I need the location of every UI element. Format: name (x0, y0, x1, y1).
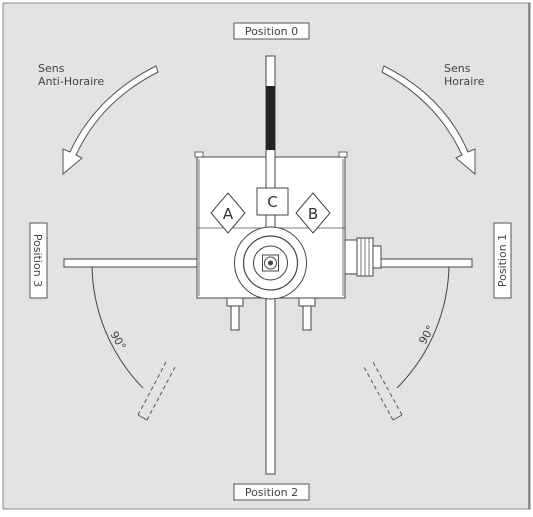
angle-arc-right (396, 263, 450, 389)
sens-anti-horaire-label-line2: Anti-Horaire (38, 75, 104, 88)
position-3-label: Position 3 (29, 222, 48, 299)
position-1-text: Position 1 (496, 234, 509, 287)
position-1-label: Position 1 (493, 222, 512, 299)
ghost-arm-left (137, 361, 176, 421)
position-indicator-band (266, 86, 275, 150)
mounting-bolt-left (226, 297, 244, 331)
position-0-text: Position 0 (245, 25, 298, 38)
clockwise-arrow-icon (381, 65, 476, 176)
sens-horaire-label-line1: Sens (444, 62, 471, 75)
position-0-label: Position 0 (233, 22, 310, 40)
marker-c: C (256, 187, 289, 216)
angle-arc-left (91, 263, 144, 389)
marker-a-text: A (223, 205, 234, 223)
sens-horaire-label-line2: Horaire (444, 75, 485, 88)
position-3-text: Position 3 (31, 234, 44, 287)
position-2-text: Position 2 (245, 486, 298, 499)
shaft-hub (234, 226, 307, 300)
marker-c-text: C (267, 193, 277, 211)
marker-b-text: B (308, 205, 318, 223)
sens-anti-horaire-label-line1: Sens (38, 62, 65, 75)
position-2-label: Position 2 (233, 483, 310, 501)
counterclockwise-arrow-icon (62, 65, 159, 176)
marker-a: A (210, 192, 246, 234)
cable-gland (344, 237, 382, 277)
mounting-bolt-right (298, 297, 316, 331)
ghost-arm-right (363, 361, 403, 421)
marker-b: B (295, 192, 331, 234)
